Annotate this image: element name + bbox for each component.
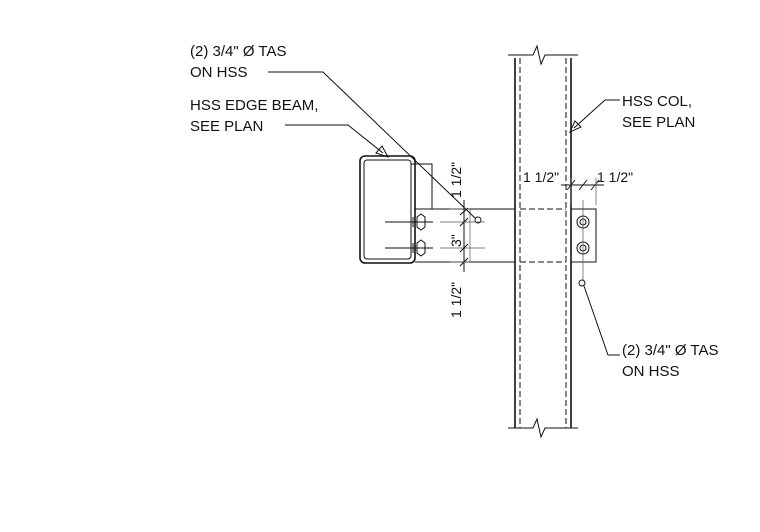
tas-marker-bottom — [578, 279, 586, 287]
edge-beam-callout-line2: SEE PLAN — [190, 118, 263, 135]
leader-tas-bottom — [583, 285, 620, 356]
tas-bottom-callout-line1: (2) 3/4" Ø TAS — [622, 342, 718, 359]
dim-horizontal-left: 1 1/2" — [523, 169, 559, 185]
nut-bottom — [416, 239, 426, 257]
tas-top-callout-line2: ON HSS — [190, 64, 248, 81]
beam-bolts — [385, 213, 433, 257]
hss-column — [508, 44, 578, 439]
horizontal-dimensions — [561, 178, 604, 205]
column-bolts — [576, 200, 590, 280]
column-callout-line1: HSS COL, — [622, 93, 692, 110]
leader-column — [573, 99, 620, 129]
leader-tas-top — [268, 71, 476, 219]
dim-horizontal-right: 1 1/2" — [597, 169, 633, 185]
vertical-dimensions — [440, 200, 485, 272]
tas-bottom-callout-line2: ON HSS — [622, 363, 680, 380]
connection-plate — [415, 208, 597, 263]
column-break-top — [508, 44, 578, 66]
leaders — [268, 71, 620, 356]
tas-marker-top — [474, 216, 482, 224]
column-break-bottom — [508, 417, 578, 439]
leader-edge-beam — [285, 124, 384, 154]
edge-beam-callout-line1: HSS EDGE BEAM, — [190, 97, 318, 114]
column-callout-line2: SEE PLAN — [622, 114, 695, 131]
nut-top — [416, 213, 426, 231]
dim-vertical-bottom: 1 1/2" — [448, 282, 464, 318]
tas-top-callout-line1: (2) 3/4" Ø TAS — [190, 43, 286, 60]
dim-vertical-top: 1 1/2" — [448, 162, 464, 198]
dim-vertical-mid: 3" — [448, 234, 464, 247]
